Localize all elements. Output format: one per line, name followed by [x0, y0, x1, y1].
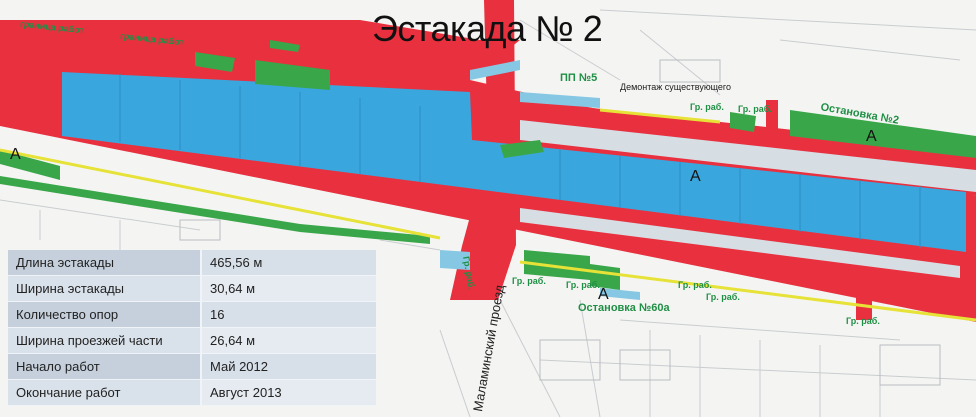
- median-strip-lower: [520, 208, 960, 278]
- label-section-a-4: A: [598, 286, 609, 303]
- specs-value: 30,64 м: [200, 275, 376, 302]
- label-work-limit-5: Гр. раб.: [566, 280, 600, 290]
- label-work-limit-4: Гр. раб.: [512, 276, 546, 286]
- label-work-limit-1: Гр. раб.: [690, 102, 724, 112]
- label-stop-60a: Остановка №60а: [578, 302, 670, 314]
- median-strip: [520, 120, 976, 192]
- label-work-limit-8: Гр. раб.: [846, 316, 880, 326]
- city-plan-lines: [0, 9, 976, 417]
- buildings: [179, 59, 941, 386]
- road-stub-2: [766, 100, 778, 140]
- specs-key: Окончание работ: [8, 379, 201, 406]
- label-dismantling: Демонтаж существующего: [620, 82, 731, 92]
- map-title: Эстакада № 2: [372, 8, 603, 49]
- yellow-edge-lines: [0, 108, 976, 322]
- specs-key: Количество опор: [8, 301, 201, 328]
- specs-key: Ширина эстакады: [8, 275, 201, 302]
- label-section-a-1: A: [866, 128, 877, 145]
- overpass-joints: [119, 74, 921, 248]
- label-work-limit-7: Гр. раб.: [706, 292, 740, 302]
- specs-value: 16: [200, 301, 376, 328]
- label-pp5: ПП №5: [560, 72, 598, 84]
- specs-value: 465,56 м: [200, 250, 376, 276]
- specs-key: Длина эстакады: [8, 250, 201, 276]
- road-top-strip: [0, 20, 480, 70]
- sidewalk-edges: [440, 60, 640, 300]
- specs-value: Август 2013: [200, 379, 376, 406]
- specs-key: Ширина проезжей части: [8, 327, 201, 354]
- specs-value: 26,64 м: [200, 327, 376, 354]
- specs-key: Начало работ: [8, 353, 201, 380]
- specs-value: Май 2012: [200, 353, 376, 380]
- label-work-limit-2: Гр. раб.: [738, 104, 772, 114]
- label-section-a-2: A: [690, 168, 701, 185]
- label-section-a-3: A: [10, 146, 21, 163]
- cross-street: [450, 0, 516, 300]
- label-work-limit-6: Гр. раб.: [678, 280, 712, 290]
- green-areas: [0, 40, 976, 290]
